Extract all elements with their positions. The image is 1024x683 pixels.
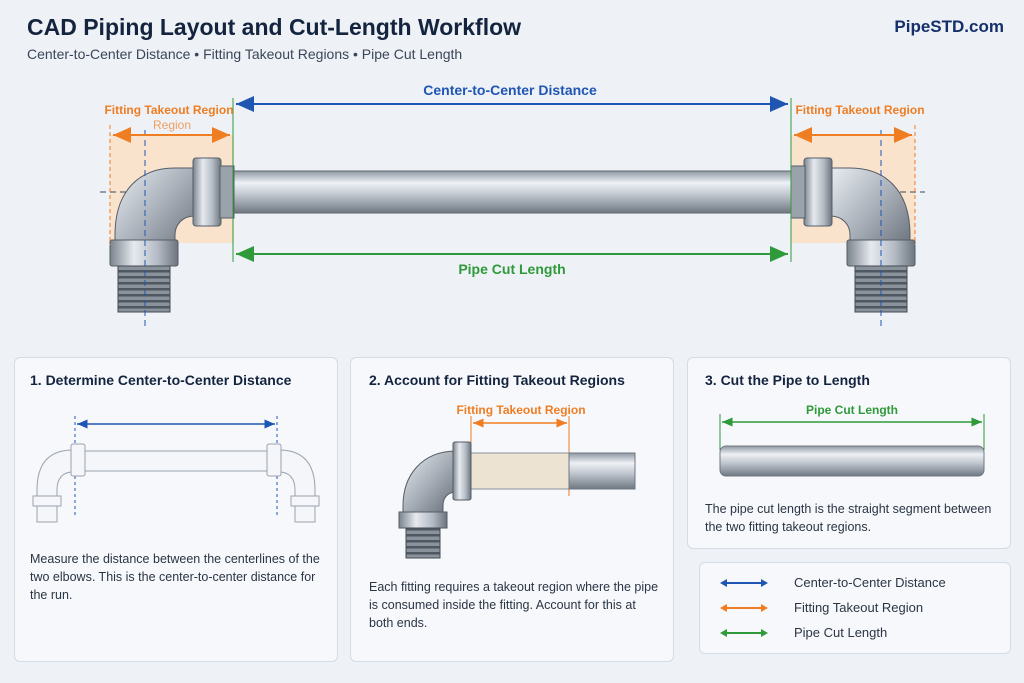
right-elbow: [790, 157, 916, 313]
left-takeout-overlap-label: Region: [153, 118, 191, 132]
legend-label-center: Center-to-Center Distance: [794, 575, 946, 590]
step-1-card: 1. Determine Center-to-Center Distance M…: [14, 357, 338, 662]
page-subtitle: Center-to-Center Distance • Fitting Take…: [27, 46, 463, 62]
legend: Center-to-Center Distance Fitting Takeou…: [699, 562, 1011, 654]
step-3-text: The pipe cut length is the straight segm…: [705, 502, 992, 534]
pipe-cut-length-label: Pipe Cut Length: [458, 261, 565, 277]
legend-item-cut: Pipe Cut Length: [718, 623, 887, 643]
step-2-illustration: Fitting Takeout Region: [398, 403, 636, 559]
step-3-cut-pipe: [719, 445, 985, 477]
step-2-takeout-label: Fitting Takeout Region: [456, 403, 585, 417]
legend-label-cut: Pipe Cut Length: [794, 625, 888, 640]
left-takeout-label: Fitting Takeout Region: [104, 103, 233, 117]
step-1-illustration: [32, 416, 320, 523]
legend-label-takeout: Fitting Takeout Region: [794, 600, 924, 615]
orange-double-arrow-icon: [720, 604, 768, 612]
page-title: CAD Piping Layout and Cut-Length Workflo…: [27, 14, 522, 40]
step-2-card: 2. Account for Fitting Takeout Regions F…: [350, 357, 674, 662]
step-1-title: 1. Determine Center-to-Center Distance: [30, 372, 292, 388]
step-3-card: 3. Cut the Pipe to Length Pipe Cut Lengt…: [687, 357, 1011, 549]
right-takeout-label: Fitting Takeout Region: [795, 103, 924, 117]
legend-item-takeout: Fitting Takeout Region: [718, 598, 923, 618]
green-double-arrow-icon: [720, 629, 768, 637]
step-3-illustration: Pipe Cut Length: [719, 403, 985, 477]
legend-item-center: Center-to-Center Distance: [718, 573, 946, 593]
step-3-cut-label: Pipe Cut Length: [806, 403, 898, 417]
step-2-text: Each fitting requires a takeout region w…: [369, 580, 659, 630]
blue-double-arrow-icon: [720, 579, 768, 587]
straight-pipe: [231, 170, 795, 214]
step-1-text: Measure the distance between the centerl…: [30, 552, 320, 602]
center-to-center-label: Center-to-Center Distance: [423, 82, 597, 98]
brand-logo: PipeSTD.com: [894, 17, 1004, 36]
left-elbow: [109, 157, 235, 313]
step-3-title: 3. Cut the Pipe to Length: [705, 372, 870, 388]
main-diagram: Center-to-Center Distance Fitting Takeou…: [100, 82, 925, 330]
step-2-title: 2. Account for Fitting Takeout Regions: [369, 372, 625, 388]
